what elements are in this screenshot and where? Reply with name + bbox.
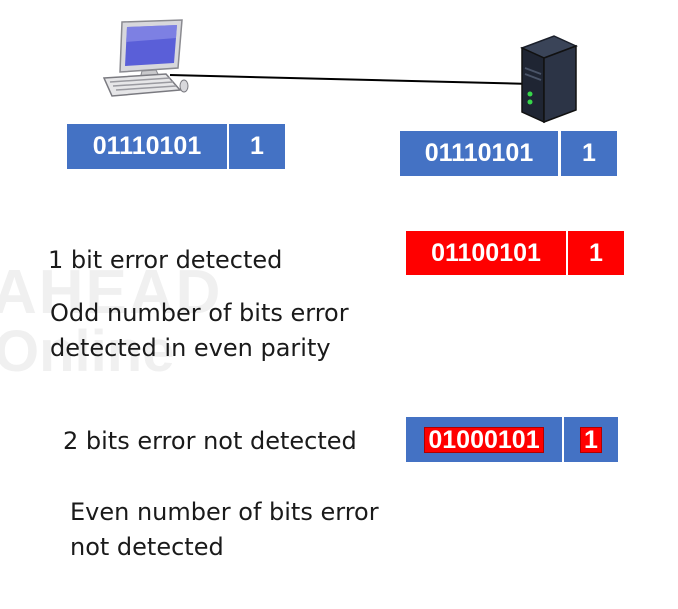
one-bit-error-label: 1 bit error detected [48, 246, 283, 274]
two-bit-error-parity-bit: 1 [580, 426, 602, 453]
even-bits-label-line2: not detected [70, 533, 224, 561]
receiver-data-bits: 01110101 [400, 131, 558, 176]
two-bit-error-data-bits: 01000101 [424, 426, 544, 453]
two-bit-error-data-cell: 01000101 [406, 417, 562, 462]
receiver-parity-bit: 1 [561, 131, 617, 176]
odd-bits-label-line2: detected in even parity [50, 334, 331, 362]
two-bit-error-label: 2 bits error not detected [63, 427, 357, 455]
one-bit-error-data-bits: 01100101 [406, 231, 566, 275]
sender-data-bits: 01110101 [67, 124, 227, 169]
server-icon [516, 34, 580, 124]
sender-parity-bit: 1 [229, 124, 285, 169]
desktop-computer-icon [100, 16, 190, 100]
one-bit-error-parity-bit: 1 [568, 231, 624, 275]
even-bits-label-line1: Even number of bits error [70, 498, 379, 526]
two-bit-error-parity-cell: 1 [564, 417, 618, 462]
odd-bits-label-line1: Odd number of bits error [50, 299, 349, 327]
